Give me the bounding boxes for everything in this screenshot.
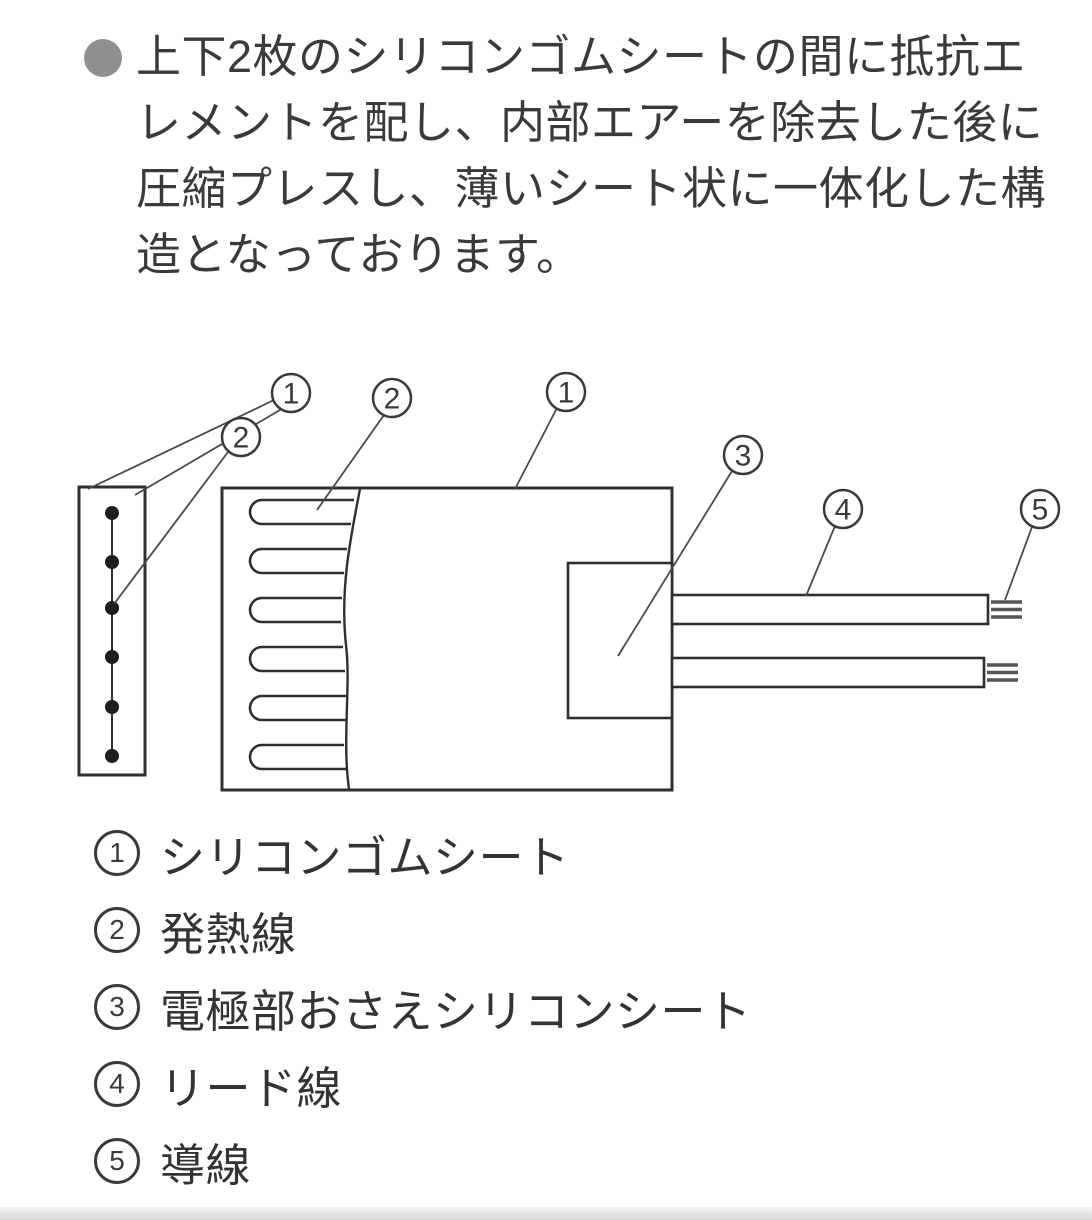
- callout-3-num: 3: [735, 440, 752, 473]
- callout-1-left-circle: [270, 372, 312, 414]
- callout-4-num: 4: [835, 494, 852, 527]
- callout-leaders: [87, 399, 1033, 657]
- leader-2-left: [113, 451, 229, 605]
- heating-wire-slot: [248, 498, 354, 526]
- legend-label-5: 導線: [160, 1139, 252, 1191]
- callout-1-top-circle: [545, 371, 587, 413]
- intro-paragraph: 上下2枚のシリコンゴムシートの間に抵抗エ レメントを配し、内部エアーを除去した後…: [84, 24, 1074, 288]
- heating-wire-slot: [248, 547, 347, 575]
- callout-2-left-num: 2: [233, 422, 250, 455]
- pattern-break-wavy-line: [343, 488, 362, 790]
- callout-1-top-num: 1: [558, 377, 575, 410]
- leader-4: [805, 525, 836, 597]
- callout-4-circle: [822, 488, 864, 530]
- intro-line: 圧縮プレスし、薄いシート状に一体化した構: [136, 163, 1047, 214]
- legend-num-1: 1: [94, 830, 140, 876]
- silicone-sheet-cross-section-rect: [77, 485, 147, 777]
- legend-num-2: 2: [94, 907, 140, 953]
- leader-2-top: [316, 414, 385, 511]
- callout-3-circle: [722, 434, 764, 476]
- legend-item-lead-wire: 4 リード線: [94, 1061, 752, 1114]
- heating-wire-dot: [105, 506, 119, 520]
- legend-item-electrode-sheet: 3 電極部おさえシリコンシート: [94, 984, 752, 1037]
- leader-5: [1004, 526, 1033, 601]
- callout-2-top-num: 2: [384, 383, 401, 416]
- legend-label-2: 発熱線: [160, 908, 297, 960]
- heater-top-view: [220, 486, 1022, 792]
- page-bottom-edge: [0, 1207, 1092, 1220]
- legend-item-silicone-sheet: 1 シリコンゴムシート: [94, 830, 752, 883]
- callout-2-left-circle: [220, 416, 262, 458]
- heating-wire-dot: [105, 555, 119, 569]
- legend-label-4: リード線: [160, 1062, 343, 1114]
- lead-wire-lower: [670, 656, 986, 689]
- leader-1-left-b: [134, 409, 281, 496]
- legend-label-1: シリコンゴムシート: [160, 831, 570, 883]
- callout-1-left-num: 1: [283, 378, 300, 411]
- legend: 1 シリコンゴムシート 2 発熱線 3 電極部おさえシリコンシート 4 リード線…: [94, 830, 752, 1191]
- legend-item-conductor: 5 導線: [94, 1138, 752, 1191]
- leader-3: [617, 470, 733, 657]
- leader-1-top: [514, 407, 558, 490]
- intro-line: レメントを配し、内部エアーを除去した後に: [136, 97, 1044, 148]
- legend-num-3: 3: [94, 984, 140, 1030]
- intro-line: 造となっております。: [136, 229, 582, 280]
- cross-section-view: [77, 485, 147, 777]
- heating-wire-slot: [248, 743, 346, 771]
- conductor-strands-lower: [987, 663, 1018, 682]
- heating-wire-dot: [105, 650, 119, 664]
- leader-1-left-a: [87, 399, 275, 490]
- heater-structure-diagram: 1 2 2 1 3 4 5: [77, 371, 1061, 792]
- legend-num-5: 5: [94, 1138, 140, 1184]
- heating-wire-dot: [105, 749, 119, 763]
- callout-2-top-circle: [371, 377, 413, 419]
- heating-wire-dot: [105, 700, 119, 714]
- heating-wire-slot: [248, 645, 345, 673]
- heating-wire-slot: [248, 694, 347, 722]
- intro-line: 上下2枚のシリコンゴムシートの間に抵抗エ: [136, 31, 1027, 82]
- callout-5-num: 5: [1032, 494, 1049, 527]
- legend-label-3: 電極部おさえシリコンシート: [160, 985, 752, 1037]
- legend-num-4: 4: [94, 1061, 140, 1107]
- conductor-strands-upper: [991, 600, 1022, 619]
- heating-wire-dot: [105, 601, 119, 615]
- callout-5-circle: [1019, 488, 1061, 530]
- callout-bubbles: 1 2 2 1 3 4 5: [220, 371, 1061, 530]
- heating-wire-slot: [248, 596, 342, 624]
- bullet-icon: [84, 39, 122, 77]
- lead-wire-upper: [670, 593, 990, 626]
- legend-item-heating-wire: 2 発熱線: [94, 907, 752, 960]
- electrode-press-sheet-rect: [566, 561, 674, 720]
